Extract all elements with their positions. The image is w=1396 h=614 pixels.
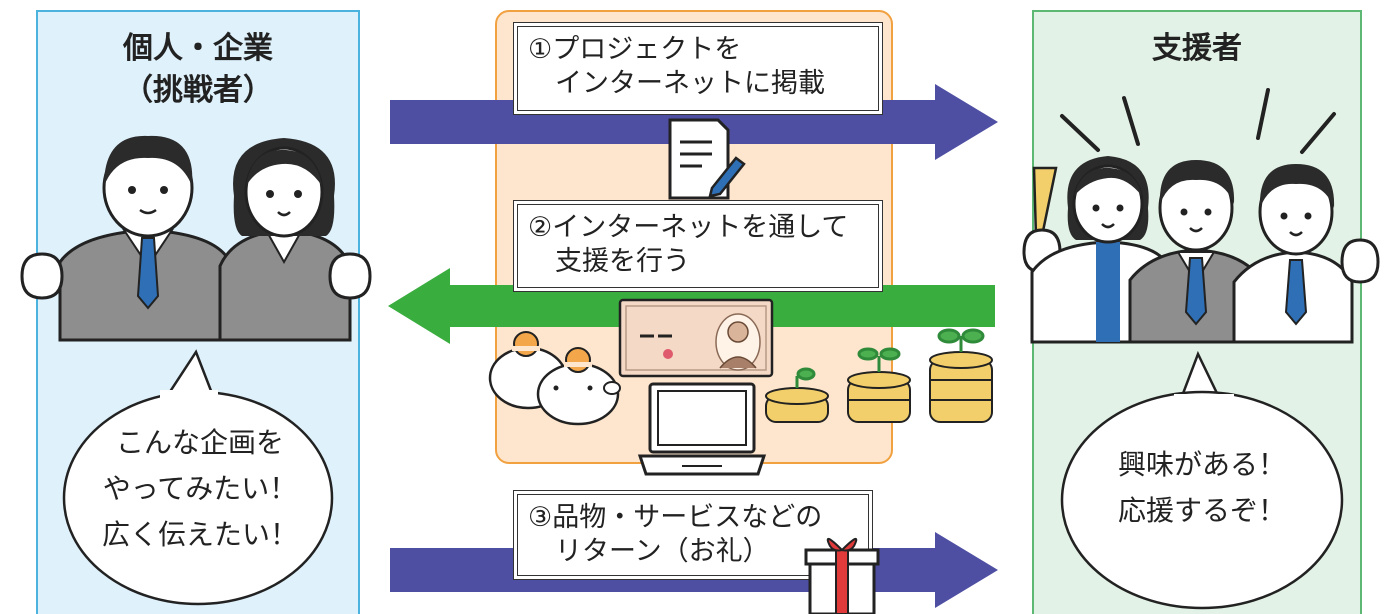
supporter-title: 支援者 — [1152, 31, 1242, 66]
gift-box-icon — [804, 538, 880, 614]
challenger-title-line2: （挑戦者） — [123, 73, 273, 108]
challenger-speech-bubble — [62, 349, 334, 606]
piggy-bank-icon — [488, 331, 621, 426]
supporter-speech-bubble — [1060, 350, 1344, 610]
woman-figure — [218, 138, 372, 342]
coin-stack-sprout-icon — [765, 328, 993, 423]
excitement-lines — [1060, 88, 1336, 154]
challenger-title-line1: 個人・企業 — [123, 31, 273, 66]
supporter-people-illustration — [1022, 88, 1380, 344]
challenger-speech-text: こんな企画を やってみたい！ 広く伝えたい！ — [101, 426, 298, 551]
supporter-speech-text: 興味がある！ 応援するぞ！ — [1117, 448, 1286, 527]
man-figure — [20, 135, 232, 342]
step1-label: ①プロジェクトを インターネットに掲載 — [513, 22, 883, 115]
step2-label: ②インターネットを通して 支援を行う — [513, 200, 883, 292]
document-pen-icon — [668, 118, 746, 200]
challenger-title: 個人・企業 （挑戦者） — [36, 28, 360, 112]
banknote-icon — [618, 298, 774, 378]
laptop-icon — [637, 382, 767, 476]
challenger-people-illustration — [20, 135, 372, 342]
megaphone-icon — [1032, 166, 1058, 238]
